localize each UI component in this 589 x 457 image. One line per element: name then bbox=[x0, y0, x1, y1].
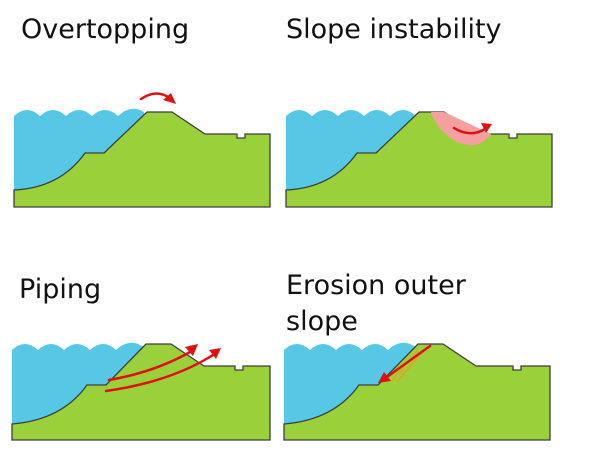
panel-title-slope-instability: Slope instability bbox=[286, 14, 502, 45]
dike-body bbox=[11, 343, 271, 441]
arrow-head bbox=[185, 344, 198, 356]
water-body bbox=[286, 110, 416, 190]
dike-body bbox=[13, 111, 271, 208]
panel-title-piping: Piping bbox=[19, 274, 102, 305]
erosion-streak bbox=[396, 349, 425, 383]
arrow-head bbox=[209, 348, 221, 359]
arrow-head bbox=[481, 123, 492, 133]
water-body bbox=[284, 342, 418, 424]
seepage-path-lower bbox=[104, 353, 215, 393]
slip-zone bbox=[431, 112, 491, 146]
arrow-head bbox=[378, 372, 391, 383]
panel-title-erosion-outer-slope: Erosion outer slope bbox=[286, 270, 466, 337]
slip-arrow bbox=[452, 126, 487, 135]
arrow-head bbox=[163, 93, 176, 104]
water-body bbox=[14, 108, 144, 190]
dike-body bbox=[283, 343, 551, 441]
seepage-path-upper bbox=[107, 350, 192, 382]
erosion-arrow bbox=[385, 344, 432, 379]
panel-title-overtopping: Overtopping bbox=[21, 14, 190, 45]
water-body bbox=[12, 342, 146, 424]
